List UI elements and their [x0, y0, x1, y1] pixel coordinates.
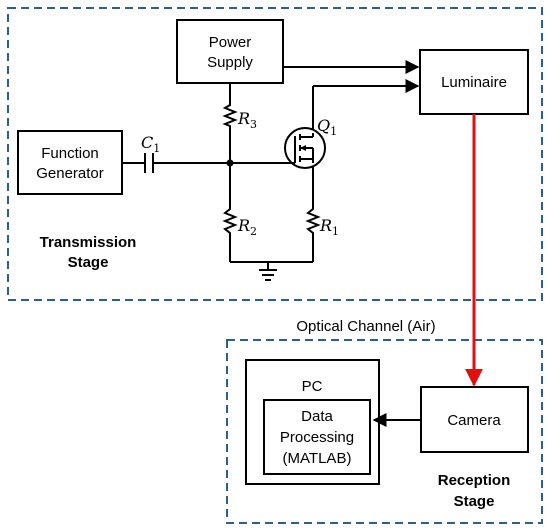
power-supply-block: Power Supply: [176, 19, 284, 84]
q1-label: Q1: [317, 116, 337, 138]
resistor-r1: [305, 205, 321, 237]
r1-label: R1: [319, 216, 339, 238]
luminaire-label: Luminaire: [441, 74, 507, 91]
r3-label: R3: [237, 109, 257, 131]
data-processing-block: Data Processing (MATLAB): [263, 399, 371, 475]
r2-label: R2: [237, 216, 257, 238]
camera-label: Camera: [447, 412, 501, 429]
reception-stage-label-line1: Reception: [438, 472, 511, 489]
transmission-stage-label-line1: Transmission: [40, 234, 137, 251]
resistor-r3: [222, 102, 238, 129]
transmission-stage-boundary: [7, 7, 543, 301]
data-processing-label-line2: Processing: [280, 429, 354, 446]
circuit-wires: [122, 83, 314, 270]
resistor-r2: [222, 205, 238, 237]
reception-stage-label-line2: Stage: [454, 493, 495, 510]
power-supply-label-line1: Power: [209, 34, 252, 51]
optical-channel-label: Optical Channel (Air): [296, 318, 435, 335]
capacitor-c1: [144, 153, 154, 173]
luminaire-block: Luminaire: [419, 49, 529, 115]
pc-label: PC: [302, 378, 323, 395]
junction-dot: [226, 159, 234, 167]
data-processing-label-line3: (MATLAB): [283, 450, 352, 467]
function-generator-block: Function Generator: [17, 130, 123, 195]
mosfet-q1-icon: [284, 127, 326, 169]
transmission-stage-label-line2: Stage: [68, 254, 109, 271]
data-processing-label-line1: Data: [301, 408, 333, 425]
c1-label: C1: [141, 133, 160, 155]
ground-icon: [259, 269, 277, 281]
power-supply-label-line2: Supply: [207, 54, 253, 71]
reception-stage-boundary: [226, 339, 543, 524]
function-generator-label-line2: Generator: [36, 165, 104, 182]
function-generator-label-line1: Function: [41, 145, 99, 162]
camera-block: Camera: [420, 386, 529, 453]
